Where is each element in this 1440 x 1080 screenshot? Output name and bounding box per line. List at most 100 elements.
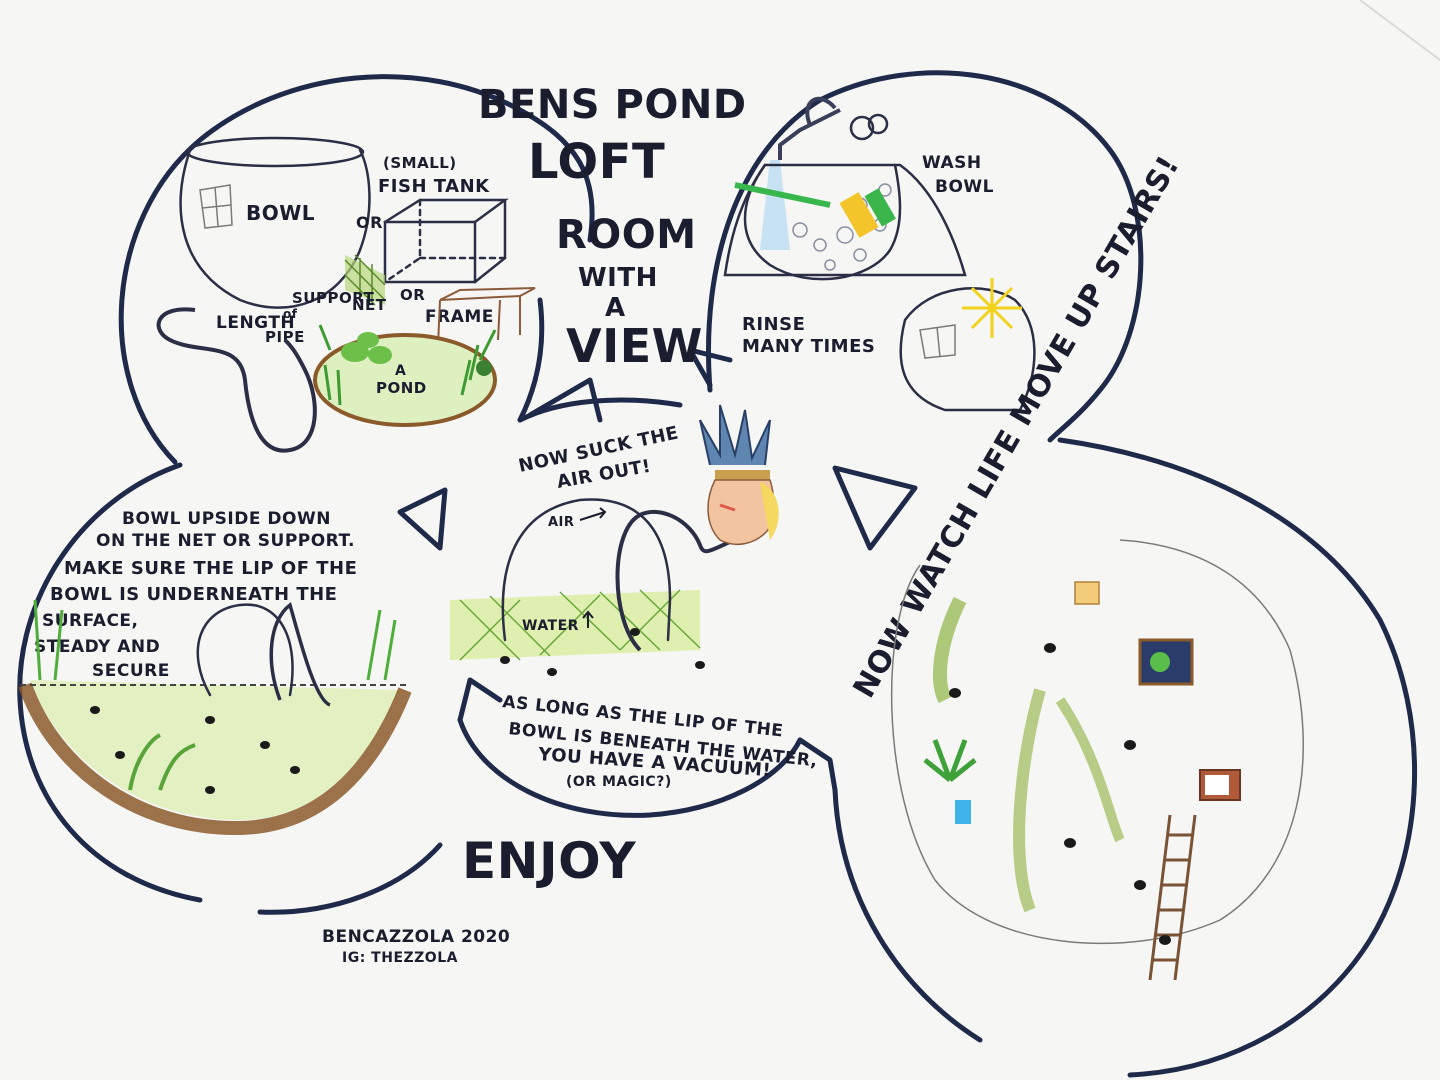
lily-pads <box>341 332 392 364</box>
bubble-step5 <box>1057 437 1418 1078</box>
clean-bowl-sketch <box>919 324 956 359</box>
tap-handle-icon <box>849 115 875 141</box>
air-label: AIR <box>548 515 574 530</box>
bowl-label-sketch <box>199 184 233 229</box>
step4-tadpoles <box>500 628 705 676</box>
big-bowl-outline <box>890 539 1304 945</box>
step4-bowl <box>501 498 672 642</box>
pipe-label: PIPE <box>265 328 305 346</box>
title-line4: WITH <box>578 263 658 293</box>
step5-tadpoles <box>949 643 1171 945</box>
step3-line3: MAKE SURE THE LIP OF THE <box>64 558 357 579</box>
water-arrow-icon <box>582 610 594 628</box>
step3-line1: BOWL UPSIDE DOWN <box>122 509 331 529</box>
plant-left <box>933 596 967 704</box>
support-label: SUPPORT <box>292 289 375 307</box>
step3-pipe <box>269 602 331 707</box>
title-line5: A <box>605 293 626 323</box>
enjoy-label: ENJOY <box>462 832 636 890</box>
rinse-label: RINSE <box>742 314 805 335</box>
a-label: A <box>395 363 406 379</box>
potted-plant <box>923 739 977 782</box>
clean-bowl-drawing <box>899 287 1036 412</box>
fish-tank-label: FISH TANK <box>378 176 490 197</box>
step2-wash: WASH BOWL RINSE MANY TIMES <box>723 96 1036 412</box>
bubble-step5-left <box>832 787 983 1043</box>
of-label: of <box>283 307 298 321</box>
water-label: WATER <box>522 618 579 634</box>
credit-handle: IG: THEZZOLA <box>342 950 458 966</box>
sparkle-icon <box>962 278 1022 338</box>
bowl-rim <box>185 136 365 168</box>
arrow-pointer-step4 <box>457 677 503 723</box>
feather-headdress-icon <box>699 404 771 466</box>
pond-mud <box>18 682 412 836</box>
net-label: NET <box>352 296 387 314</box>
arrow-triangle-right <box>832 465 918 551</box>
plant-pot-icon <box>955 800 971 824</box>
step3-line4: BOWL IS UNDERNEATH THE <box>50 584 337 605</box>
bowl-drawing <box>179 148 371 309</box>
bubble-step1-right <box>517 297 545 423</box>
turtle-icon <box>476 360 492 376</box>
sponge-green-icon <box>864 188 896 227</box>
bowl-label: BOWL <box>246 201 315 225</box>
frame-drawing <box>437 287 536 346</box>
title-block: BENS POND LOFT ROOM WITH A VIEW <box>478 82 747 373</box>
step3-plant <box>128 733 196 791</box>
frame-label: FRAME <box>425 307 494 327</box>
credit-name: BENCAZZOLA 2020 <box>322 927 510 947</box>
bubble-step2 <box>705 70 1144 443</box>
tap-handle-2-icon <box>867 113 889 135</box>
many-times-label: MANY TIMES <box>742 336 875 357</box>
bubble-step4 <box>457 717 803 818</box>
pipe-drawing <box>156 307 317 453</box>
title-line1: BENS POND <box>478 82 747 128</box>
small-label: (SMALL) <box>383 154 457 172</box>
step3-reeds <box>33 599 397 681</box>
title-line3: ROOM <box>556 212 697 258</box>
bubbles <box>792 183 892 271</box>
plant-tall <box>1013 688 1046 913</box>
hair <box>760 482 779 540</box>
title-line6: VIEW <box>566 319 703 373</box>
frog-picture <box>1150 652 1170 672</box>
bubble-step3 <box>17 462 203 903</box>
step3-line7: SECURE <box>92 661 170 681</box>
support-net-drawing <box>344 254 386 306</box>
upside-down-bowl <box>196 603 294 697</box>
step3-line2: ON THE NET OR SUPPORT. <box>96 531 355 551</box>
bubble-step1 <box>118 74 595 465</box>
step1-materials: BOWL OR (SMALL) FISH TANK SUPPORT NET OR… <box>156 136 536 453</box>
tap-icon <box>778 96 841 160</box>
wash-bowl-drawing <box>743 163 902 281</box>
tadpoles <box>90 706 300 794</box>
step4-pipe <box>615 509 761 652</box>
fish-tank-drawing <box>383 198 509 284</box>
plant-right <box>1055 697 1125 843</box>
headband <box>715 470 770 480</box>
or-label-2: OR <box>400 286 425 304</box>
step3-line5: SURFACE, <box>42 611 139 631</box>
wash-label: WASH <box>922 153 982 173</box>
reeds <box>318 324 497 406</box>
ladder-icon <box>1148 814 1197 981</box>
pond-water-fill <box>30 680 400 820</box>
paper-fold <box>1359 0 1440 61</box>
arrow-pointer-step2 <box>687 347 733 388</box>
step3-placement: BOWL UPSIDE DOWN ON THE NET OR SUPPORT. … <box>18 509 412 836</box>
wash-bowl-label: BOWL <box>935 177 994 197</box>
title-line2: LOFT <box>528 134 665 190</box>
sink-outline <box>723 163 967 277</box>
brush-handle <box>734 182 831 208</box>
pond-label: POND <box>376 379 427 397</box>
step4-note4: (OR MAGIC?) <box>566 774 672 790</box>
bubble-step3-right <box>257 842 443 915</box>
air-arrow-icon <box>579 507 607 521</box>
length-label: LENGTH <box>216 313 295 333</box>
water-stream <box>760 160 790 250</box>
step3-line6: STEADY AND <box>34 637 160 657</box>
arrow-pointer-step5 <box>797 737 838 793</box>
lamp-icon <box>1074 581 1100 605</box>
